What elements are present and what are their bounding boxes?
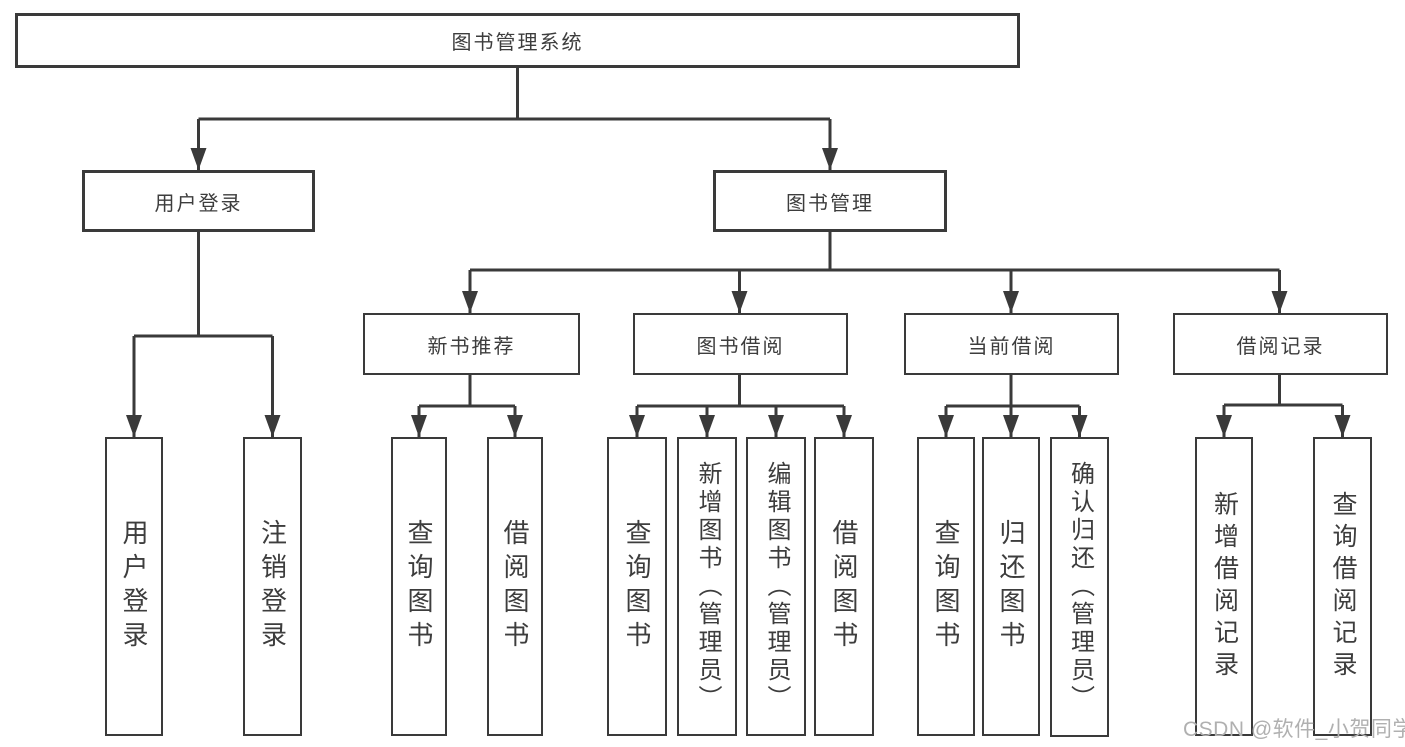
leaf-logout: 注销登录 xyxy=(243,437,302,736)
leaf-return-books: 归还图书 xyxy=(982,437,1040,736)
leaf-confirm-return-admin: 确认归还（管理员） xyxy=(1050,437,1109,737)
connector-user-login xyxy=(132,232,274,437)
node-current-borrowing: 当前借阅 xyxy=(904,313,1119,375)
leaf-borrow-books: 借阅图书 xyxy=(814,437,874,736)
leaf-borrow-books-recommend: 借阅图书 xyxy=(487,437,543,736)
connector-new-book-recommend xyxy=(417,375,517,437)
leaf-query-books-current: 查询图书 xyxy=(917,437,975,736)
node-user-login: 用户登录 xyxy=(82,170,315,232)
leaf-add-books-admin: 新增图书（管理员） xyxy=(677,437,737,736)
csdn-watermark: CSDN @软件_小贺同学 xyxy=(1183,718,1405,741)
node-borrow-records: 借阅记录 xyxy=(1173,313,1388,375)
connector-root xyxy=(197,66,832,170)
node-book-borrowing: 图书借阅 xyxy=(633,313,848,375)
leaf-user-login: 用户登录 xyxy=(105,437,163,736)
connector-book-management xyxy=(468,232,1281,313)
leaf-query-borrow-record: 查询借阅记录 xyxy=(1313,437,1372,736)
connector-borrow-records xyxy=(1222,375,1344,437)
leaf-edit-books-admin: 编辑图书（管理员） xyxy=(746,437,806,736)
connector-book-borrowing xyxy=(635,375,846,437)
leaf-add-borrow-record: 新增借阅记录 xyxy=(1195,437,1253,736)
node-book-management: 图书管理 xyxy=(713,170,947,232)
arrowheads xyxy=(126,148,1351,437)
node-library-system: 图书管理系统 xyxy=(15,13,1020,68)
leaf-query-books-borrowing: 查询图书 xyxy=(607,437,667,736)
leaf-query-books-recommend: 查询图书 xyxy=(391,437,447,736)
node-new-book-recommend: 新书推荐 xyxy=(363,313,580,375)
